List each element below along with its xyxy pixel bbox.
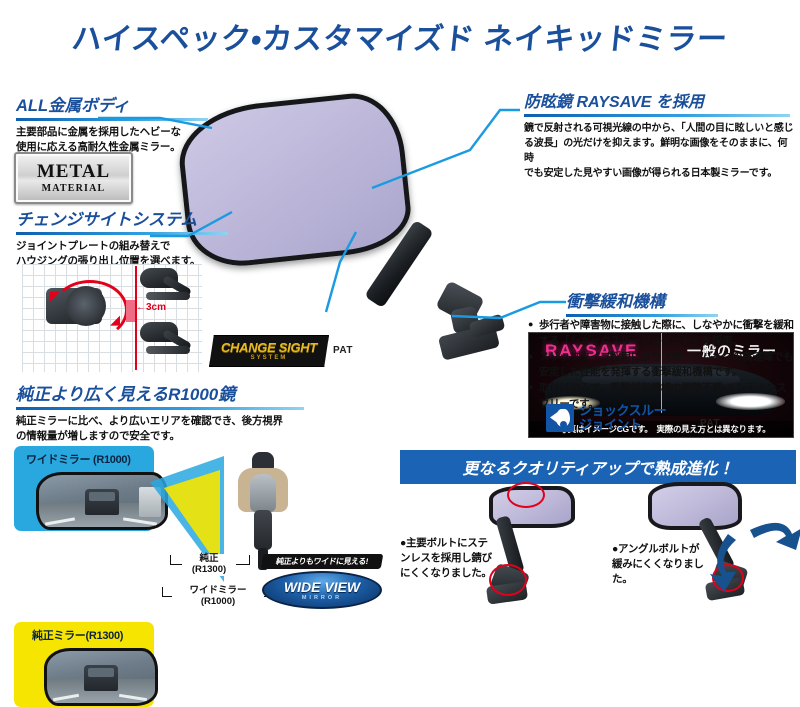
metal-body-rule	[16, 118, 208, 121]
panel-stock-mirror-label: 純正ミラー(R1300)	[32, 630, 124, 642]
car-in-mirror	[85, 489, 119, 515]
mirror-position-upper	[140, 266, 200, 314]
stock-mirror-view-thumbnail	[44, 648, 158, 706]
metal-badge-line-2: MATERIAL	[41, 183, 106, 194]
bracket-wide-label: ワイドミラー (R1000)	[172, 585, 264, 608]
metal-body-line-2: 使用に応える高耐久性金属ミラー。	[16, 141, 181, 154]
shock-through-joint-logo: ショックスルー ジョイント	[546, 403, 667, 432]
upper-handlebar	[146, 292, 190, 300]
section-shock: 衝撃緩和機構	[566, 288, 800, 317]
metal-body-line-1: 主要部品に金属を採用したヘビーな	[16, 126, 181, 138]
shock-bullet-1: 歩行者や障害物に接触した際に、しなやかに衝撃を緩和する「ショックスルージョイント…	[528, 318, 796, 350]
metal-badge-line-1: METAL	[36, 161, 111, 182]
r1000-rule	[16, 407, 304, 410]
change-sight-patent-label: PAT	[333, 345, 354, 356]
offset-measure-label: ←3cm	[136, 302, 167, 313]
wide-view-badge: 純正よりもワイドに見える! WIDE VIEW MIRROR	[260, 554, 384, 609]
reference-line	[135, 266, 137, 370]
wide-mirror-view-thumbnail	[36, 472, 168, 530]
bracket-stock-line-2: (R1300)	[191, 563, 227, 575]
wide-view-badge-oval: WIDE VIEW MIRROR	[262, 571, 382, 609]
raysave-rule	[524, 114, 790, 117]
shock-patent-label: PAT	[700, 418, 721, 429]
stock-view-cone	[164, 470, 220, 568]
wide-view-badge-line-1: WIDE VIEW	[283, 578, 361, 595]
car-in-mirror-stock	[84, 665, 118, 691]
wide-view-badge-top-text: 純正よりもワイドに見える!	[260, 554, 384, 569]
shock-joint-logo-line-2: ジョイント	[579, 417, 642, 432]
quality-photo-left	[455, 482, 605, 616]
shock-joint-logo-text: ショックスルー ジョイント	[579, 403, 667, 432]
shock-joint-icon	[546, 404, 574, 432]
bracket-stock-label: 純正 (R1300)	[182, 553, 236, 576]
quality-note-right: ●アングルボルトが緩みにくくなりました。	[612, 543, 704, 586]
section-change-sight: チェンジサイトシステム ジョイントプレートの組み替えで ハウジングの張り出し位置…	[16, 206, 236, 269]
change-sight-heading: チェンジサイトシステム	[16, 211, 198, 229]
r1000-heading: 純正より広く見えるR1000鏡	[16, 385, 236, 404]
raysave-line-1: 鏡で反射される可視光線の中から、「人間の目に眩しいと感じ	[524, 123, 794, 134]
metal-material-badge: METAL MATERIAL	[14, 152, 133, 204]
right-mini-mirror-glass	[648, 482, 742, 530]
shock-rule	[566, 314, 718, 317]
wide-view-badge-line-2: MIRROR	[301, 594, 343, 601]
change-sight-photo: ◤ ◢ ←3cm	[22, 264, 202, 372]
quality-banner: 更なるクオリティアップで熟成進化！	[400, 450, 796, 484]
right-highlight-circle	[712, 564, 744, 592]
panel-stock-mirror: 純正ミラー(R1300)	[14, 622, 158, 707]
bracket-stock-line-1: 純正	[199, 553, 219, 564]
left-highlight-circle-top	[507, 482, 545, 508]
rotation-arrow-icon	[52, 280, 128, 340]
quality-photo-right	[648, 482, 800, 617]
rotation-arrows-icon	[710, 523, 800, 592]
change-sight-badge-line-2: SYSTEM	[250, 355, 288, 361]
panel-wide-mirror-label: ワイドミラー (R1000)	[26, 454, 131, 466]
motorcycle-tank	[250, 474, 276, 512]
lower-handlebar	[146, 346, 190, 354]
motorcycle-body	[254, 510, 272, 550]
shock-joint-logo-line-1: ショックスルー	[579, 403, 667, 419]
r1000-line-1: 純正ミラーに比べ、より広いエリアを確認でき、後方視界	[16, 415, 283, 427]
rider-helmet	[252, 452, 274, 472]
offset-bar	[126, 300, 135, 322]
page-title: ハイスペック・カスタマイズド ネイキッドミラー	[70, 23, 730, 56]
left-highlight-circle-bottom	[489, 564, 527, 596]
section-r1000: 純正より広く見えるR1000鏡 純正ミラーに比べ、より広いエリアを確認でき、後方…	[16, 380, 316, 444]
shock-bullet-2: スリップタイプ採用によりスポーツバイクの高速域でも安定した性能を発揮する衝撃緩和…	[528, 350, 796, 382]
photo-disclaimer-caption: ※写真はイメージCGです。 実際の見え方とは異なります。	[529, 421, 793, 437]
metal-body-heading: ALL金属ボディ	[16, 97, 130, 115]
change-sight-rule	[16, 232, 228, 235]
section-raysave: 防眩鏡 RAYSAVE を採用 鏡で反射される可視光線の中から、「人間の目に眩し…	[524, 88, 796, 181]
change-sight-badge: CHANGE SIGHT SYSTEM	[209, 335, 329, 367]
shock-bullet-list: 歩行者や障害物に接触した際に、しなやかに衝撃を緩和する「ショックスルージョイント…	[528, 318, 796, 413]
shock-heading: 衝撃緩和機構	[566, 293, 665, 311]
raysave-heading: 防眩鏡 RAYSAVE を採用	[524, 94, 704, 111]
r1000-line-2: の情報量が増しますので安全です。	[16, 430, 180, 443]
change-sight-line-1: ジョイントプレートの組み替えで	[16, 240, 171, 252]
raysave-line-2: る波長」の光だけを抑えます。鮮明な画像をそのままに、何時	[524, 138, 788, 164]
bracket-wide-line-2: (R1000)	[200, 595, 236, 607]
advertisement-page: ハイスペック・カスタマイズド ネイキッドミラー ALL金属ボディ 主要部品に金属…	[0, 0, 800, 655]
shock-joint-icon-dot	[560, 421, 567, 428]
panel-wide-mirror: ワイドミラー (R1000)	[14, 446, 168, 531]
rotation-arrow-head-right: ◢	[110, 312, 120, 327]
change-sight-badge-line-1: CHANGE SIGHT	[220, 340, 318, 355]
quality-note-left: ●主要ボルトにステンレスを採用し錆びにくくなりました。	[400, 537, 492, 580]
section-metal-body: ALL金属ボディ 主要部品に金属を採用したヘビーな 使用に応える高耐久性金属ミラ…	[16, 92, 216, 155]
raysave-line-3: でも安定した見やすい画像が得られる日本製ミラーです。	[524, 168, 778, 179]
bracket-wide-line-1: ワイドミラー	[189, 585, 247, 596]
rotation-arrow-head-left: ◤	[50, 288, 60, 303]
mirror-position-lower	[140, 320, 200, 368]
